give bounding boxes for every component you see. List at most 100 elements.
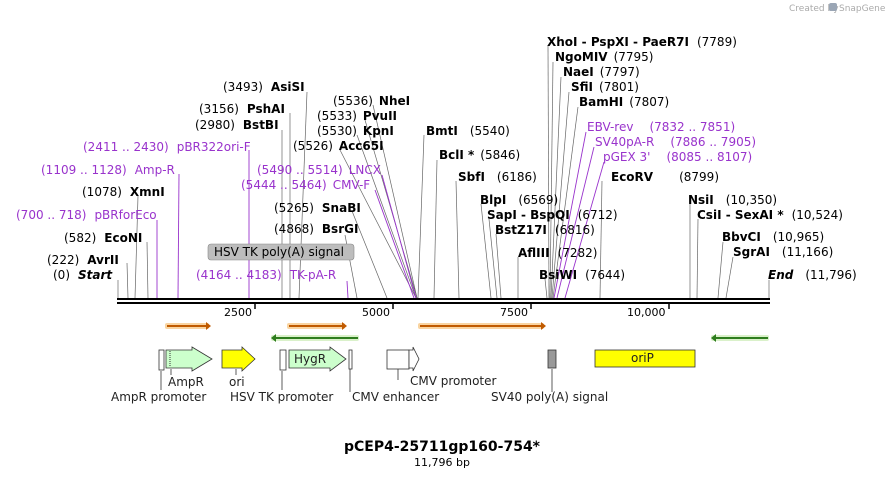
site-name: BmtI [426, 124, 458, 138]
site-pos: (10,524) [792, 208, 843, 222]
svg-text:(5490 .. 5514)LNCX: (5490 .. 5514)LNCX [257, 163, 381, 177]
primer-name: LNCX [349, 163, 381, 177]
svg-text:AflIII(7282): AflIII(7282) [518, 246, 597, 260]
svg-text:BamHI(7807): BamHI (7807) [579, 95, 669, 109]
svg-text:(5533)PvuII: (5533)PvuII [317, 109, 397, 123]
orf-arrow-head [206, 322, 211, 330]
svg-text:(1109 .. 1128)Amp-R: (1109 .. 1128) Amp-R [41, 163, 175, 177]
site-name: BstBI [243, 118, 279, 132]
svg-text:EcoRV(8799): EcoRV(8799) [611, 170, 719, 184]
ampr-promoter-box [158, 349, 165, 371]
site-pos: (7807) [629, 95, 669, 109]
primer-name: TK-pA-R [289, 268, 337, 282]
svg-text:(4868)BsrGI: (4868)BsrGI [274, 222, 358, 236]
site-pos: (6569) [518, 193, 558, 207]
site-name: SapI - BspQI [487, 208, 570, 222]
svg-text:BstZ17I(6816): BstZ17I(6816) [495, 223, 595, 237]
feature-label-cmv-enhancer: CMV enhancer [352, 390, 439, 404]
primer-name: Amp-R [135, 163, 175, 177]
site-pos: (11,796) [805, 268, 856, 282]
svg-text:SbfI(6186): SbfI(6186) [458, 170, 537, 184]
site-name: BbvCI [722, 230, 761, 244]
orf-arrow-head [342, 322, 347, 330]
svg-text:XhoI - PspXI - PaeR7I(7789: XhoI - PspXI - PaeR7I(7789) [547, 35, 737, 49]
hygr-arrow [288, 346, 347, 372]
feature-label-ori: ori [229, 375, 245, 389]
plasmid-length: 11,796 bp [414, 456, 470, 469]
site-pos: (6712) [578, 208, 618, 222]
site-name: EcoRV [611, 170, 654, 184]
primer-pos: (1109 .. 1128) [41, 163, 127, 177]
primer-name: pBR322ori-F [177, 140, 251, 154]
site-pos: (5530) [317, 124, 357, 138]
site-pos: (1078) [82, 185, 122, 199]
site-name: BlpI [480, 193, 506, 207]
svg-text:NaeI(7797): NaeI(7797) [563, 65, 640, 79]
site-name: CsiI - SexAI * [697, 208, 784, 222]
svg-text:(4164 .. 4183)TK-pA-R: (4164 .. 4183)TK-pA-R [196, 268, 336, 282]
site-name: EcoNI [104, 231, 142, 245]
site-name: BamHI [579, 95, 623, 109]
site-pos: (5846) [480, 148, 520, 162]
ruler-label: 5000 [362, 306, 390, 319]
site-labels: XhoI - PspXI - PaeR7I(7789) NgoMIV(7795)… [47, 35, 857, 282]
orf-arrow-head [541, 322, 546, 330]
svg-text:(5444 .. 5464)CMV-F: (5444 .. 5464)CMV-F [241, 178, 370, 192]
svg-text:BbvCI(10,965): BbvCI (10,965) [722, 230, 824, 244]
ampr-arrow [165, 346, 213, 372]
ruler-label: 7500 [500, 306, 528, 319]
site-name: NgoMIV [555, 50, 608, 64]
site-name: Start [78, 268, 113, 282]
features: oriP HygR AmpR AmpR promoter ori HSV TK … [111, 346, 696, 404]
site-pos: (7644) [585, 268, 625, 282]
svg-text:End(11,796): End (11,796) [768, 268, 857, 282]
site-pos: (582) [64, 231, 96, 245]
site-name: Acc65I [339, 139, 384, 153]
orip-box [594, 349, 696, 368]
hygr-label: HygR [294, 352, 326, 366]
feature-label-hsv-tk-promoter: HSV TK promoter [230, 390, 333, 404]
site-name: End [768, 268, 794, 282]
svg-text:(3493)AsiSI: (3493)AsiSI [223, 80, 305, 94]
svg-text:(3156)PshAI: (3156) PshAI [199, 102, 285, 116]
svg-text:pGEX 3'(8085 .. 8107): pGEX 3'(8085 .. 8107) [603, 150, 752, 164]
site-name: AflIII [518, 246, 550, 260]
orf-arrows [165, 322, 769, 342]
site-pos: (7789) [697, 35, 737, 49]
primer-name: EBV-rev [587, 120, 633, 134]
site-pos: (7797) [600, 65, 640, 79]
svg-text:NgoMIV(7795): NgoMIV(7795) [555, 50, 653, 64]
svg-text:SfiI(7801): SfiI(7801) [571, 80, 639, 94]
site-pos: (5540) [470, 124, 510, 138]
svg-text:BlpI(6569): BlpI (6569) [480, 193, 558, 207]
site-pos: (10,965) [773, 230, 824, 244]
svg-text:(2980)BstBI: (2980)BstBI [195, 118, 279, 132]
svg-text:BsiWI(7644): BsiWI(7644) [539, 268, 625, 282]
site-pos: (6816) [555, 223, 595, 237]
svg-text:(5265)SnaBI: (5265)SnaBI [274, 201, 361, 215]
site-name: PvuII [363, 109, 397, 123]
site-name: XmnI [130, 185, 165, 199]
svg-text:(5530)KpnI: (5530)KpnI [317, 124, 394, 138]
svg-text:(0)Start: (0)Start [53, 268, 113, 282]
hsv-tk-promoter-box [279, 349, 287, 371]
site-pos: (6186) [497, 170, 537, 184]
site-name: AsiSI [271, 80, 305, 94]
ruler: 2500 5000 7500 10,000 [224, 303, 670, 319]
primer-labels: EBV-rev(7832 .. 7851) SV40pA-R(7886 .. 7… [16, 120, 756, 282]
svg-text:(1078)XmnI: (1078) XmnI [82, 185, 165, 199]
site-name: SnaBI [322, 201, 361, 215]
ruler-label: 2500 [224, 306, 252, 319]
site-name: AvrII [87, 253, 119, 267]
svg-text:(5536)NheI: (5536)NheI [333, 94, 410, 108]
site-name: BclI * [439, 148, 475, 162]
site-name: SfiI [571, 80, 593, 94]
site-pos: (10,350) [726, 193, 777, 207]
svg-text:(2411 .. 2430)pBR322ori-F: (2411 .. 2430)pBR322ori-F [83, 140, 251, 154]
primer-leader-lines [156, 131, 605, 299]
site-name: PshAI [247, 102, 285, 116]
site-pos: (3156) [199, 102, 239, 116]
primer-name: pBRforEco [94, 208, 156, 222]
ruler-label: 10,000 [627, 306, 666, 319]
